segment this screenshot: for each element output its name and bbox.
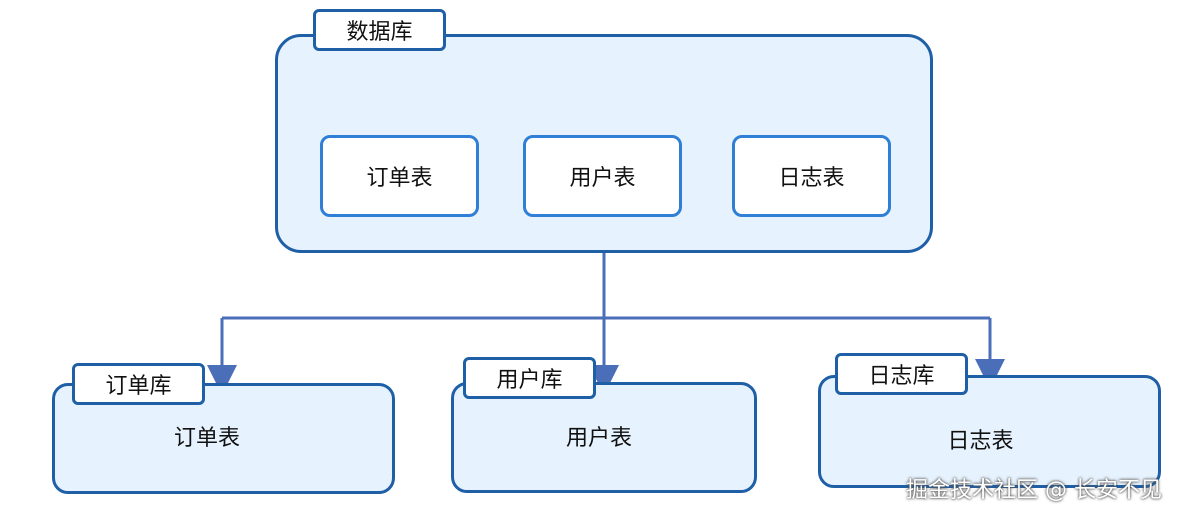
- user-table-node: 用户表: [523, 135, 682, 217]
- watermark-text: 掘金技术社区 @ 长安不见: [906, 478, 1162, 503]
- order-db-table-label: 订单表: [173, 426, 240, 451]
- log-db-table-label: 日志表: [947, 429, 1014, 454]
- user-db-table-label: 用户表: [565, 426, 632, 451]
- order-db-container: [52, 383, 395, 494]
- log-table-node: 日志表: [732, 135, 891, 217]
- order-db-tag: 订单库: [72, 363, 205, 405]
- database-tag: 数据库: [313, 9, 446, 51]
- log-db-tag: 日志库: [835, 353, 968, 395]
- user-db-tag: 用户库: [463, 357, 596, 399]
- user-db-container: [451, 382, 757, 493]
- order-table-node: 订单表: [320, 135, 479, 217]
